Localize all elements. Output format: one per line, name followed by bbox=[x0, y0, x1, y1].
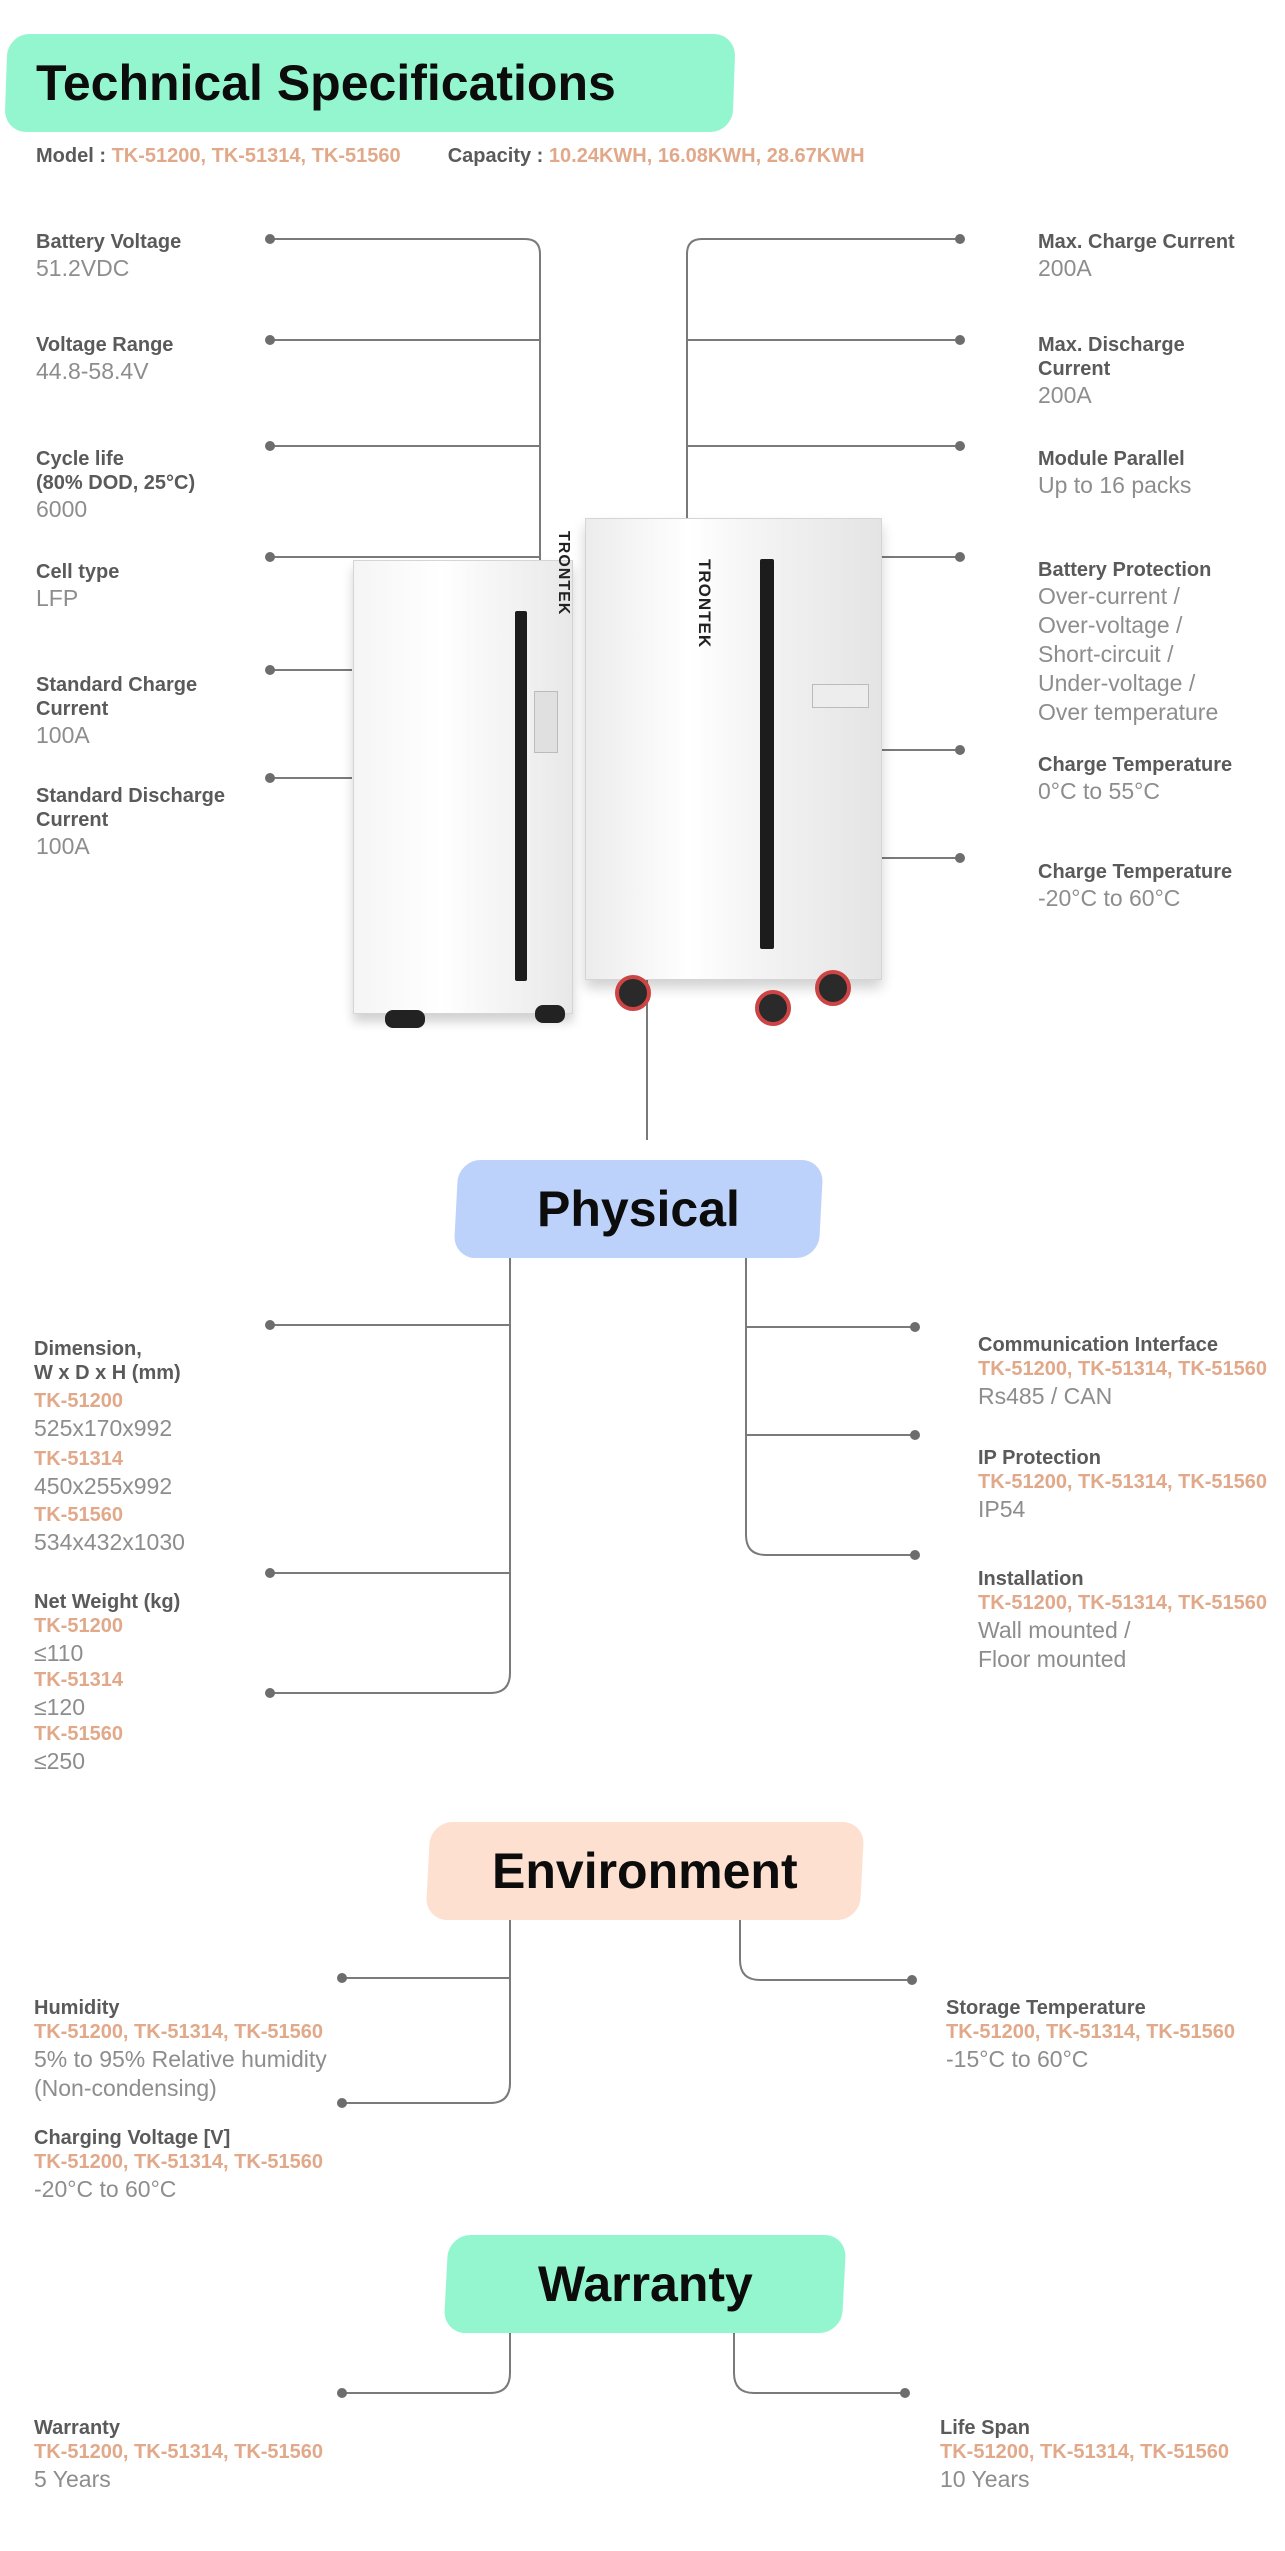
spec-module-parallel: Module Parallel Up to 16 packs bbox=[1038, 448, 1192, 498]
section-header-warranty: Warranty bbox=[443, 2235, 847, 2333]
model-value: TK-51200, TK-51314, TK-51560 bbox=[111, 145, 401, 167]
spec-battery-voltage: Battery Voltage 51.2VDC bbox=[36, 231, 182, 281]
spec-life-span: Life Span TK-51200, TK-51314, TK-51560 1… bbox=[940, 2417, 1230, 2492]
spec-charging-voltage: Charging Voltage [V] TK-51200, TK-51314,… bbox=[34, 2127, 324, 2202]
spec-standard-charge-current: Standard Charge Current 100A bbox=[36, 674, 198, 748]
spec-standard-discharge-current: Standard Discharge Current 100A bbox=[36, 785, 225, 859]
spec-charge-temperature-2: Charge Temperature -20°C to 60°C bbox=[1038, 861, 1233, 911]
brand-label-large: TRONTEK bbox=[695, 559, 714, 649]
spec-warranty: Warranty TK-51200, TK-51314, TK-51560 5 … bbox=[34, 2417, 324, 2492]
spec-net-weight: Net Weight (kg) TK-51200 ≤110 TK-51314 ≤… bbox=[34, 1591, 181, 1774]
spec-max-charge-current: Max. Charge Current 200A bbox=[1038, 231, 1235, 281]
spec-installation: Installation TK-51200, TK-51314, TK-5156… bbox=[978, 1568, 1268, 1672]
spec-voltage-range: Voltage Range 44.8-58.4V bbox=[36, 334, 174, 384]
spec-communication-interface: Communication Interface TK-51200, TK-513… bbox=[978, 1334, 1268, 1409]
spec-humidity: Humidity TK-51200, TK-51314, TK-51560 5%… bbox=[34, 1997, 327, 2101]
spec-cycle-life: Cycle life (80% DOD, 25°C) 6000 bbox=[36, 448, 196, 522]
battery-cabinet-large: TRONTEK bbox=[585, 518, 882, 980]
section-title-physical: Physical bbox=[537, 1181, 740, 1237]
spec-charge-temperature: Charge Temperature 0°C to 55°C bbox=[1038, 754, 1233, 804]
spec-storage-temperature: Storage Temperature TK-51200, TK-51314, … bbox=[946, 1997, 1236, 2072]
model-line: Model : TK-51200, TK-51314, TK-51560 Cap… bbox=[36, 145, 865, 168]
spec-cell-type: Cell type LFP bbox=[36, 561, 120, 611]
section-title-environment: Environment bbox=[492, 1843, 798, 1899]
capacity-label: Capacity : bbox=[447, 145, 544, 167]
brand-label-small: TRONTEK bbox=[555, 531, 572, 616]
spec-max-discharge-current: Max. Discharge Current 200A bbox=[1038, 334, 1185, 408]
section-header-physical: Physical bbox=[453, 1160, 824, 1258]
model-label: Model : bbox=[36, 145, 106, 167]
spec-ip-protection: IP Protection TK-51200, TK-51314, TK-515… bbox=[978, 1447, 1268, 1522]
battery-cabinet-small: TRONTEK bbox=[353, 531, 573, 1014]
capacity-value: 10.24KWH, 16.08KWH, 28.67KWH bbox=[548, 145, 865, 167]
spec-dimension: Dimension, W x D x H (mm) TK-51200 525x1… bbox=[34, 1338, 185, 1555]
section-header-environment: Environment bbox=[425, 1822, 865, 1920]
spec-battery-protection: Battery Protection Over-current / Over-v… bbox=[1038, 559, 1219, 725]
section-title-warranty: Warranty bbox=[537, 2256, 753, 2312]
product-image: TRONTEK TRONTEK bbox=[345, 500, 905, 1030]
